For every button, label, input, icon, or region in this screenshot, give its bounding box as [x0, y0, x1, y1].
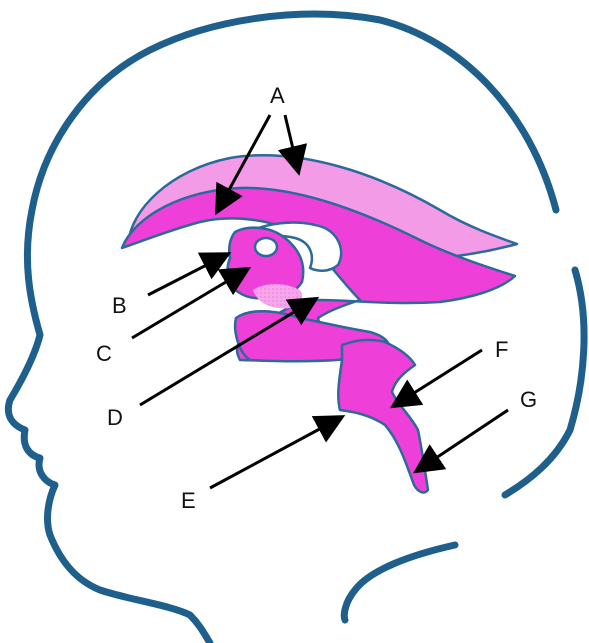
- head-back-of-neck-upper: [505, 270, 584, 495]
- arrow-g: [418, 410, 508, 470]
- label-g: G: [520, 387, 537, 412]
- interthalamic-adhesion: [255, 238, 277, 256]
- head-neck-lower: [344, 545, 455, 620]
- arrow-e: [210, 418, 340, 488]
- label-b: B: [112, 293, 127, 318]
- label-c: C: [96, 341, 112, 366]
- choroid-region: [253, 284, 302, 308]
- label-d: D: [107, 405, 123, 430]
- labels: A B C D E F G: [96, 83, 537, 513]
- label-a: A: [270, 83, 285, 108]
- label-e: E: [181, 488, 196, 513]
- label-f: F: [495, 337, 508, 362]
- arrow-c: [132, 270, 246, 338]
- fourth-ventricle: [338, 340, 428, 493]
